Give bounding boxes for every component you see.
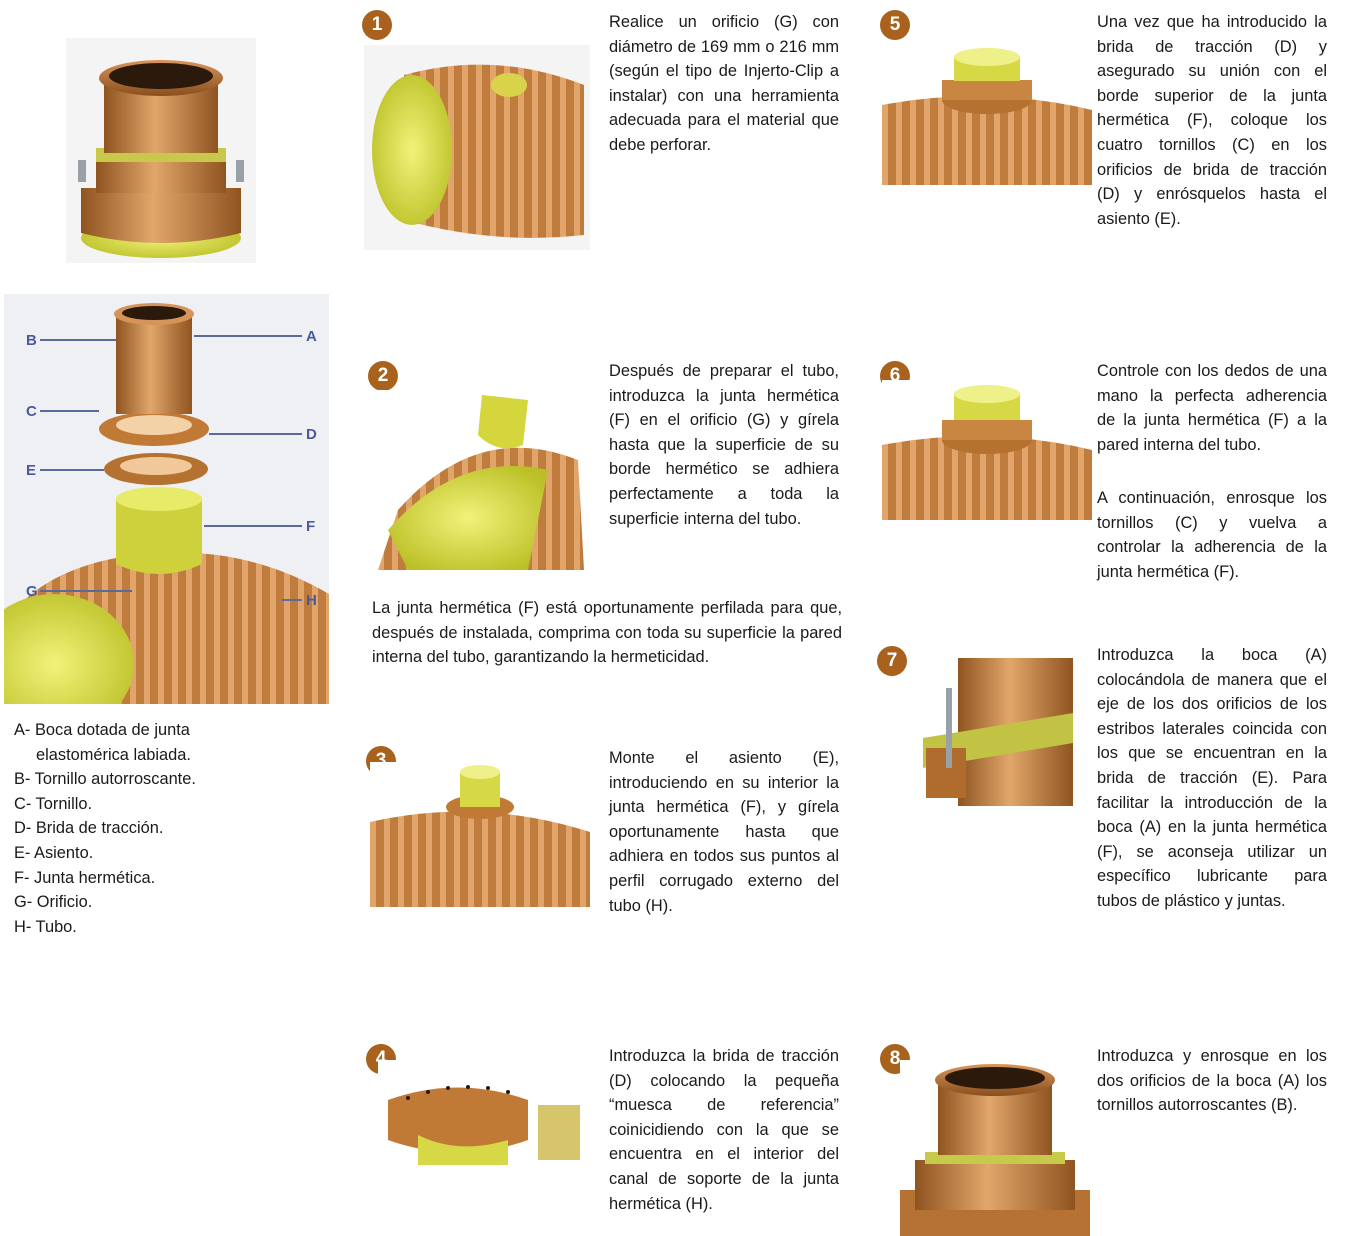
diagram-label-h: H [306, 592, 317, 609]
step-1-badge: 1 [362, 10, 392, 40]
diagram-label-b: B [26, 332, 37, 349]
legend-item-a-continued: elastomérica labiada. [36, 745, 191, 764]
step-5-text: Una vez que ha introducido la brida de t… [1097, 13, 1327, 228]
step-7-badge: 7 [877, 646, 907, 676]
step-2-badge: 2 [368, 361, 398, 391]
step-7-illustration [918, 658, 1073, 806]
assembled-injerto-clip-illustration [66, 38, 256, 263]
diagram-label-e: E [26, 462, 36, 479]
diagram-label-c: C [26, 403, 37, 420]
exploded-parts-diagram: B A C D E F G H [4, 294, 329, 704]
step-2-illustration [378, 390, 584, 570]
step-4-illustration [378, 1060, 580, 1172]
step-3-illustration [370, 762, 590, 907]
step-4-text: Introduzca la brida de tracción (D) colo… [609, 1047, 839, 1213]
parts-legend: A- Boca dotada de junta elastomérica lab… [14, 718, 196, 939]
legend-item-b: B- Tornillo autorroscante. [14, 770, 196, 789]
legend-item-a: A- Boca dotada de junta [14, 721, 190, 739]
legend-item-g: G- Orificio. [14, 893, 93, 912]
legend-item-d: D- Brida de tracción. [14, 819, 164, 838]
step-6-text: Controle con los dedos de una mano la pe… [1097, 362, 1327, 454]
step-5-illustration [882, 45, 1092, 185]
diagram-label-f: F [306, 518, 315, 535]
step-1-text: Realice un orificio (G) con diámetro de … [609, 13, 839, 154]
step-8-illustration [900, 1060, 1090, 1236]
legend-item-e: E- Asiento. [14, 843, 94, 862]
step-8-text: Introduzca y enrosque en los dos orifici… [1097, 1047, 1327, 1115]
diagram-label-a: A [306, 328, 317, 345]
legend-item-h: H- Tubo. [14, 917, 77, 936]
step-1-illustration [364, 45, 590, 250]
step-6-text-continued: A continuación, enrosque los tornillos (… [1097, 489, 1327, 581]
diagram-label-g: G [26, 583, 38, 600]
legend-item-f: F- Junta hermética. [14, 868, 156, 887]
diagram-label-d: D [306, 426, 317, 443]
step-2-note: La junta hermética (F) está oportunament… [372, 599, 842, 667]
legend-item-c: C- Tornillo. [14, 794, 93, 813]
step-2-text: Después de preparar el tubo, introduzca … [609, 362, 839, 528]
step-7-text: Introduzca la boca (A) colocándola de ma… [1097, 646, 1327, 910]
step-6-illustration [882, 380, 1092, 520]
step-5-badge: 5 [880, 10, 910, 40]
step-3-text: Monte el asiento (E), introduciendo en s… [609, 749, 839, 915]
